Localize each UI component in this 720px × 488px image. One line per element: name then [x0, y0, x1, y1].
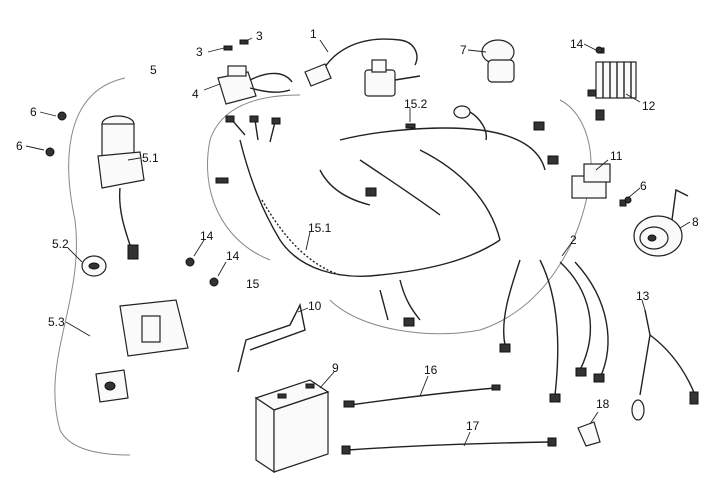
callout-5-3: 5.3	[48, 315, 65, 329]
callout-18: 18	[596, 397, 610, 411]
group-curve-harness	[329, 99, 592, 335]
callout-4: 4	[192, 87, 199, 101]
callout-14b: 14	[200, 229, 214, 243]
ignition-coil-icon	[304, 38, 421, 97]
callout-2: 2	[570, 233, 577, 247]
callout-13: 13	[636, 289, 650, 303]
callout-5-2: 5.2	[52, 237, 69, 251]
screw-icon-15-2	[405, 123, 416, 129]
seat-lock-icon-5-3	[95, 299, 189, 403]
cap-icon-7	[481, 39, 515, 83]
callout-16: 16	[424, 363, 438, 377]
cable-icon-16	[343, 384, 501, 408]
callout-3a: 3	[196, 45, 203, 59]
callout-12: 12	[642, 99, 656, 113]
callout-7: 7	[460, 43, 467, 57]
callout-15-1: 15.1	[308, 221, 332, 235]
lock-cylinder-icon-5-2	[81, 255, 107, 277]
earth-lead-icon	[631, 309, 699, 421]
callout-14c: 14	[226, 249, 240, 263]
horn-icon	[619, 188, 689, 257]
callout-15: 15	[246, 277, 260, 291]
callout-6b: 6	[16, 139, 23, 153]
bracket-icon-10	[237, 302, 306, 373]
regulator-icon	[587, 47, 637, 121]
wiring-harness-icon	[215, 105, 559, 327]
leader-lines	[25, 37, 691, 447]
cdi-unit-icon	[217, 65, 293, 105]
callout-11: 11	[610, 149, 623, 163]
callout-3b: 3	[256, 29, 263, 43]
callout-9: 9	[332, 361, 339, 375]
callout-5-1: 5.1	[142, 151, 159, 165]
callout-14a: 14	[570, 37, 584, 51]
ignition-switch-icon	[97, 115, 145, 260]
bolt-icons	[45, 46, 632, 287]
relay-icon	[571, 163, 611, 199]
group-curve-15	[207, 94, 301, 261]
callout-5: 5	[150, 63, 157, 77]
cable-icon-17	[341, 437, 557, 455]
callout-1: 1	[310, 27, 317, 41]
group-curve-5	[54, 77, 131, 456]
callout-17: 17	[466, 419, 480, 433]
battery-icon	[254, 379, 330, 474]
callout-10: 10	[308, 299, 322, 313]
sub-harness-icon	[499, 259, 609, 403]
callout-8: 8	[692, 215, 699, 229]
terminal-icon-18	[577, 421, 601, 447]
callout-6a: 6	[30, 105, 37, 119]
callout-15-2: 15.2	[404, 97, 428, 111]
callout-6c: 6	[640, 179, 647, 193]
